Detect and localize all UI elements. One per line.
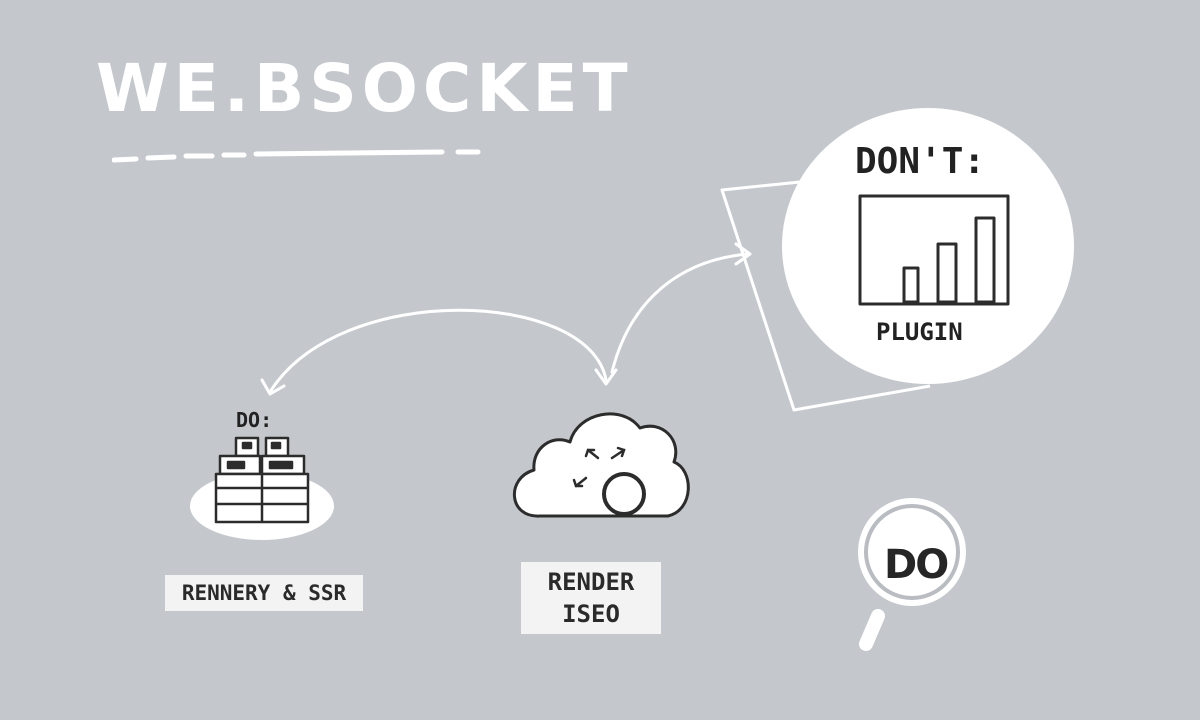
- plugin-heading: DON'T:: [855, 141, 986, 182]
- magnifier-icon: [858, 498, 966, 651]
- render-label-line2: ISEO: [562, 600, 620, 628]
- arc-connector-left: [268, 308, 608, 394]
- render-label: RENDER ISEO: [521, 562, 661, 634]
- search-label: DO: [884, 542, 949, 588]
- server-heading: DO:: [236, 408, 273, 432]
- server-rack-icon: [214, 436, 310, 524]
- page-title: WE.BSOCKET: [96, 50, 633, 127]
- sync-arrows-icon: [572, 446, 626, 488]
- sync-ring-icon: [602, 472, 646, 516]
- arc-connector-right: [610, 252, 750, 374]
- server-label: RENNERY & SSR: [165, 575, 363, 611]
- title-underline: [112, 149, 481, 163]
- render-label-line1: RENDER: [547, 568, 635, 596]
- plugin-bubble: [782, 108, 1074, 384]
- arrowhead-cloud-top: [594, 368, 618, 386]
- plugin-label: PLUGIN: [876, 318, 963, 346]
- arrowhead-left: [260, 378, 286, 396]
- plugin-frame: [720, 180, 931, 412]
